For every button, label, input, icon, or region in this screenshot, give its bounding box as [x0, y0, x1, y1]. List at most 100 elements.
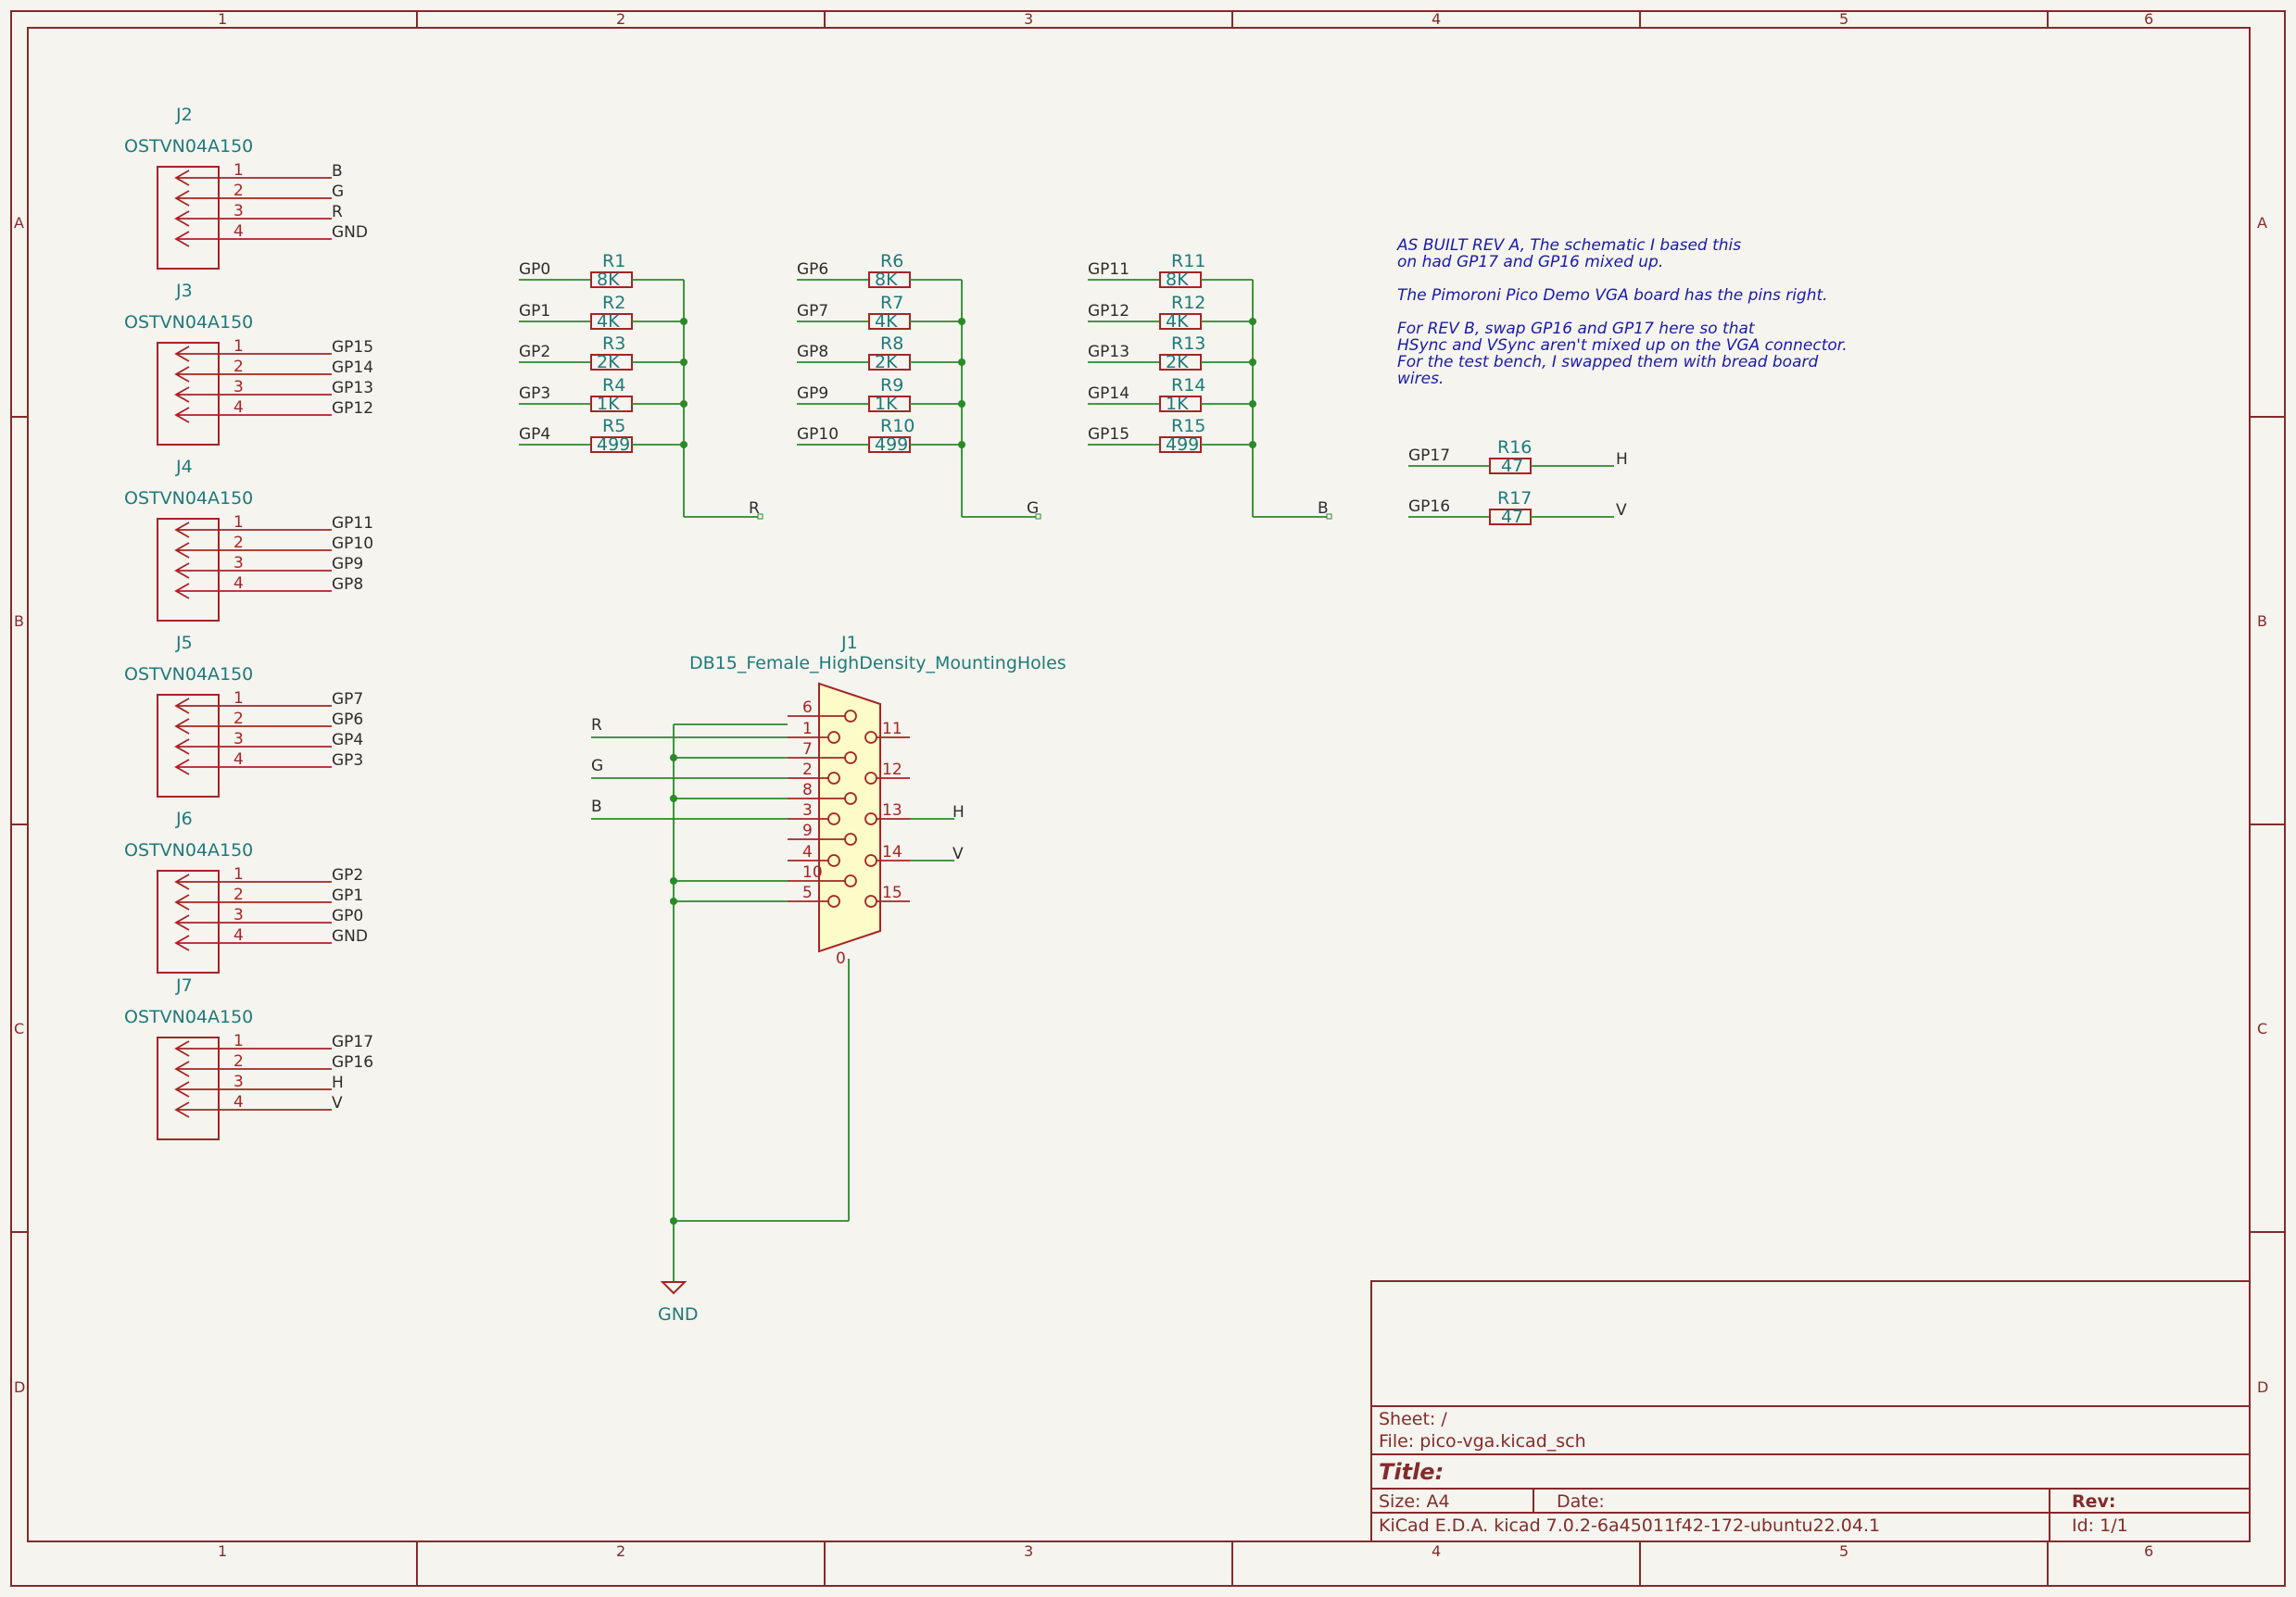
tb-tool: KiCad E.D.A. kicad 7.0.2-6a45011f42-172-…	[1379, 1515, 1880, 1536]
pin-number: 1	[233, 513, 244, 532]
zone-col-bottom-3: 3	[1024, 1542, 1033, 1560]
junction	[670, 795, 677, 802]
resistor-value: 2K	[875, 352, 898, 372]
connector-ref: J4	[175, 457, 193, 477]
zone-col-top-6: 6	[2144, 10, 2153, 28]
connector-ref: J3	[175, 281, 193, 301]
resistor-value: 4K	[875, 311, 898, 332]
pin-socket	[844, 874, 857, 887]
net-label-b: B	[332, 162, 343, 181]
pin-number: 15	[882, 884, 902, 902]
zone-row-left-C: C	[14, 1020, 24, 1037]
pin-number: 4	[802, 843, 813, 861]
sync-input-label: GP17	[1408, 446, 1450, 465]
pin-number: 1	[233, 1032, 244, 1050]
pin-number: 11	[882, 720, 902, 738]
resistor-value: 499	[875, 434, 908, 455]
zone-col-top-3: 3	[1024, 10, 1033, 28]
pin-number: 2	[233, 182, 244, 200]
net-label-gp6: GP6	[332, 710, 363, 729]
zone-col-bottom-1: 1	[218, 1542, 227, 1560]
note-line-2: on had GP17 and GP16 mixed up.	[1397, 253, 1663, 271]
pin-number: 2	[233, 358, 244, 376]
net-label-gp15: GP15	[332, 338, 373, 357]
resistor-ref: R14	[1171, 375, 1205, 396]
pin-number: 3	[233, 202, 244, 220]
resistor-value: 4K	[597, 311, 620, 332]
zone-col-top-5: 5	[1839, 10, 1848, 28]
zone-row-right-B: B	[2257, 612, 2267, 630]
note-line-1: AS BUILT REV A, The schematic I based th…	[1396, 236, 1741, 255]
net-label-gp4: GP4	[332, 731, 363, 749]
pin-socket	[827, 895, 840, 908]
input-label: GP14	[1088, 384, 1129, 403]
title-block: Sheet: / File: pico-vga.kicad_sch Title:…	[1370, 1280, 2251, 1542]
net-label-v: V	[332, 1094, 343, 1113]
input-label: GP1	[519, 302, 550, 321]
zone-row-left-A: A	[14, 214, 24, 232]
input-label: GP11	[1088, 260, 1129, 279]
label-flag	[1035, 513, 1041, 520]
sync-input-label: GP16	[1408, 497, 1450, 516]
net-label-gp8: GP8	[332, 575, 363, 594]
output-label: R	[749, 499, 760, 518]
resistor-ref: R11	[1171, 251, 1205, 271]
vga-label-b: B	[591, 798, 602, 816]
zone-row-left-B: B	[14, 612, 24, 630]
net-label-gp16: GP16	[332, 1053, 373, 1072]
input-label: GP6	[797, 260, 828, 279]
zone-row-right-C: C	[2257, 1020, 2267, 1037]
connector-ref: J7	[175, 975, 193, 996]
resistor-ref: R6	[880, 251, 903, 271]
net-label-gp11: GP11	[332, 514, 373, 533]
pin-number: 1	[233, 161, 244, 180]
pin-number: 3	[233, 1073, 244, 1091]
sync-output-label: V	[1616, 501, 1627, 520]
tb-file: File: pico-vga.kicad_sch	[1379, 1431, 1586, 1452]
tb-id: Id: 1/1	[2072, 1515, 2128, 1536]
vga-label-v: V	[952, 845, 964, 863]
zone-row-left-D: D	[14, 1378, 25, 1396]
zone-col-top-4: 4	[1432, 10, 1441, 28]
vga-label-r: R	[591, 716, 602, 735]
connector-body	[157, 870, 220, 974]
net-label-gp17: GP17	[332, 1033, 373, 1051]
pin-socket	[827, 772, 840, 785]
pin-number: 3	[233, 730, 244, 748]
net-label-r: R	[332, 203, 343, 221]
junction	[670, 898, 677, 905]
input-label: GP0	[519, 260, 550, 279]
resistor-value: 2K	[597, 352, 620, 372]
zone-row-right-A: A	[2257, 214, 2267, 232]
resistor-value: 499	[1166, 434, 1199, 455]
pin-number: 7	[802, 740, 813, 759]
zone-col-bottom-2: 2	[616, 1542, 625, 1560]
pin-socket	[844, 792, 857, 805]
connector-body	[157, 342, 220, 446]
junction	[670, 877, 677, 885]
pin-number: 4	[233, 398, 244, 417]
connector-value: OSTVN04A150	[124, 136, 253, 157]
connector-value: OSTVN04A150	[124, 488, 253, 509]
pin-number: 6	[802, 698, 813, 717]
pin-number: 10	[802, 863, 823, 882]
connector-body	[157, 166, 220, 270]
net-label-gp12: GP12	[332, 399, 373, 418]
pin-socket	[844, 833, 857, 846]
connector-value: OSTVN04A150	[124, 664, 253, 685]
resistor-ref: R10	[880, 416, 915, 436]
pin-number: 4	[233, 574, 244, 593]
pin-number: 3	[233, 554, 244, 572]
resistor-value: 1K	[1166, 394, 1189, 414]
resistor-value: 47	[1501, 456, 1523, 476]
pin-number: 5	[802, 884, 813, 902]
input-label: GP7	[797, 302, 828, 321]
